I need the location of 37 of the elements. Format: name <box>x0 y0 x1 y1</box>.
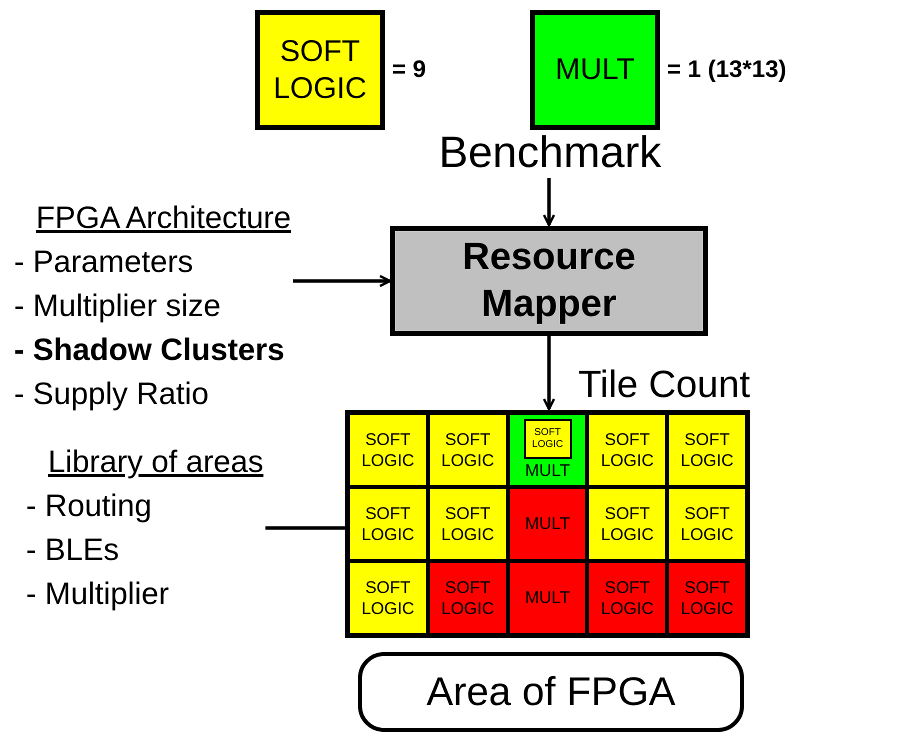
list-item: - BLEs <box>26 531 120 569</box>
count-label: = 9 <box>392 56 426 84</box>
grid-heading: Tile Count <box>578 363 750 408</box>
tile: SOFT LOGIC <box>587 487 668 561</box>
tile: SOFT LOGIC <box>587 413 668 487</box>
tile: SOFT LOGIC <box>348 561 428 635</box>
tile: MULT <box>508 561 588 635</box>
result-box: Area of FPGA <box>358 652 744 732</box>
tile: SOFT LOGIC <box>667 413 747 487</box>
inner-logic-block: SOFT LOGIC <box>524 419 572 459</box>
list-heading: FPGA Architecture <box>36 199 291 237</box>
tile: SOFT LOGIC <box>667 487 747 561</box>
logic-block: SOFT LOGIC <box>255 10 385 130</box>
tile: SOFT LOGIC <box>348 487 428 561</box>
tile: SOFT LOGIC <box>667 561 747 635</box>
arrow <box>542 178 556 226</box>
arrow <box>542 336 556 410</box>
list-item: - Multiplier <box>26 575 169 613</box>
process-box: Resource Mapper <box>390 226 708 336</box>
list-item: - Supply Ratio <box>14 375 209 413</box>
tile: SOFT LOGIC <box>348 413 428 487</box>
tile: SOFT LOGIC <box>428 413 508 487</box>
list-heading: Library of areas <box>48 443 264 481</box>
arrow <box>293 274 392 288</box>
list-item: - Multiplier size <box>14 287 221 325</box>
multiplier-block: MULT <box>530 10 660 130</box>
tile: SOFT LOGIC MULT <box>508 413 588 487</box>
tile: SOFT LOGIC <box>428 561 508 635</box>
tile: SOFT LOGIC <box>587 561 668 635</box>
tile: SOFT LOGIC <box>428 487 508 561</box>
count-label: = 1 (13*13) <box>667 56 786 84</box>
benchmark-label: Benchmark <box>380 128 720 178</box>
connector-line <box>265 526 345 530</box>
list-item: - Routing <box>26 487 152 525</box>
list-item: - Shadow Clusters <box>14 331 284 369</box>
tile: MULT <box>508 487 588 561</box>
list-item: - Parameters <box>14 243 194 281</box>
